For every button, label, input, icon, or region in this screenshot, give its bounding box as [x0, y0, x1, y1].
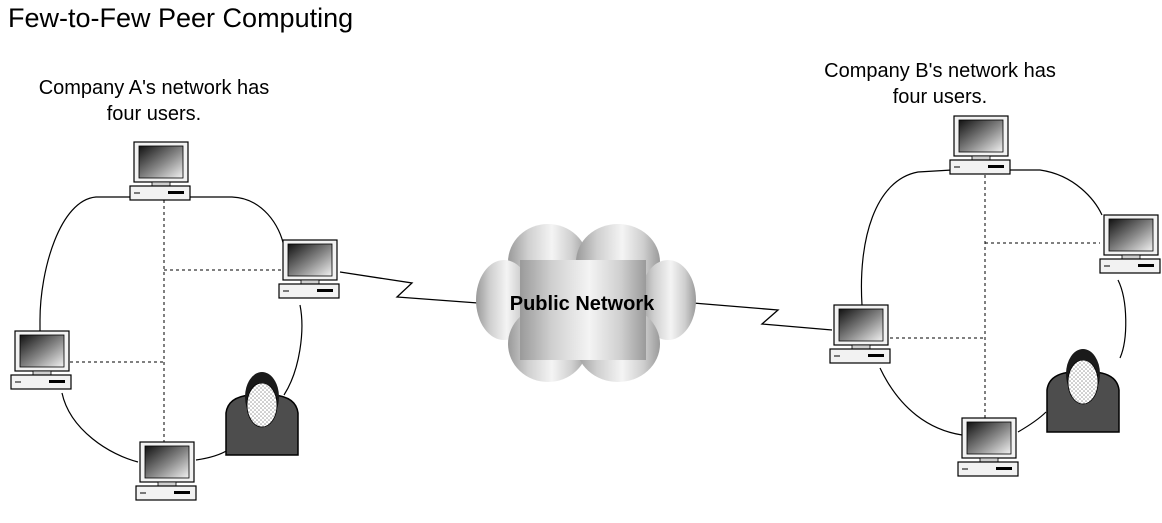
- computer-icon-b-right: [1099, 214, 1161, 274]
- company-b-ring: [860, 169, 1127, 436]
- user-person-icon-b: [1046, 348, 1120, 433]
- company-b-dashed-links: [890, 175, 1100, 418]
- company-a-caption-line1: Company A's network has: [38, 77, 270, 99]
- computer-icon-b-bottom: [957, 417, 1019, 477]
- computer-icon-a-bottom: [135, 441, 197, 501]
- company-a-network: [10, 141, 340, 501]
- computer-icon-a-right: [278, 239, 340, 299]
- company-b-caption-line1: Company B's network has: [824, 60, 1056, 82]
- public-network-label: Public Network: [509, 293, 655, 315]
- lightning-link-a-icon: [339, 271, 479, 304]
- company-a-dashed-links: [70, 200, 282, 444]
- lightning-link-b-icon: [692, 302, 833, 331]
- page-title: Few-to-Few Peer Computing: [8, 3, 354, 33]
- computer-icon-a-left: [10, 330, 72, 390]
- company-b-network: [829, 115, 1161, 477]
- company-a-ring: [39, 196, 303, 463]
- company-b-caption: Company B's network has four users.: [806, 58, 1074, 110]
- company-a-caption-line2: four users.: [106, 103, 202, 125]
- public-network-cloud-icon: [476, 224, 696, 382]
- company-a-caption: Company A's network has four users.: [20, 75, 288, 127]
- company-b-caption-line2: four users.: [892, 86, 988, 108]
- user-person-icon-a: [225, 371, 299, 456]
- computer-icon-b-left: [829, 304, 891, 364]
- computer-icon-b-top: [949, 115, 1011, 175]
- computer-icon-a-top: [129, 141, 191, 201]
